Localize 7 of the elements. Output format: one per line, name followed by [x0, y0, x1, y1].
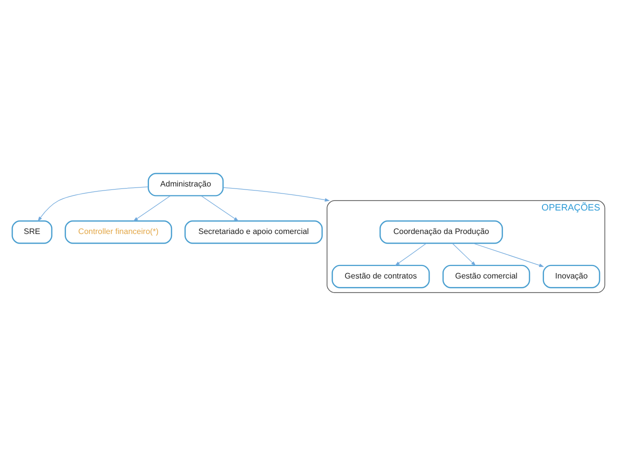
arrow [133, 195, 171, 222]
arrow [223, 187, 330, 202]
arrow [472, 242, 544, 267]
arrow [452, 243, 476, 266]
arrow [200, 195, 239, 222]
arrow [394, 242, 427, 266]
arrow [38, 186, 149, 222]
